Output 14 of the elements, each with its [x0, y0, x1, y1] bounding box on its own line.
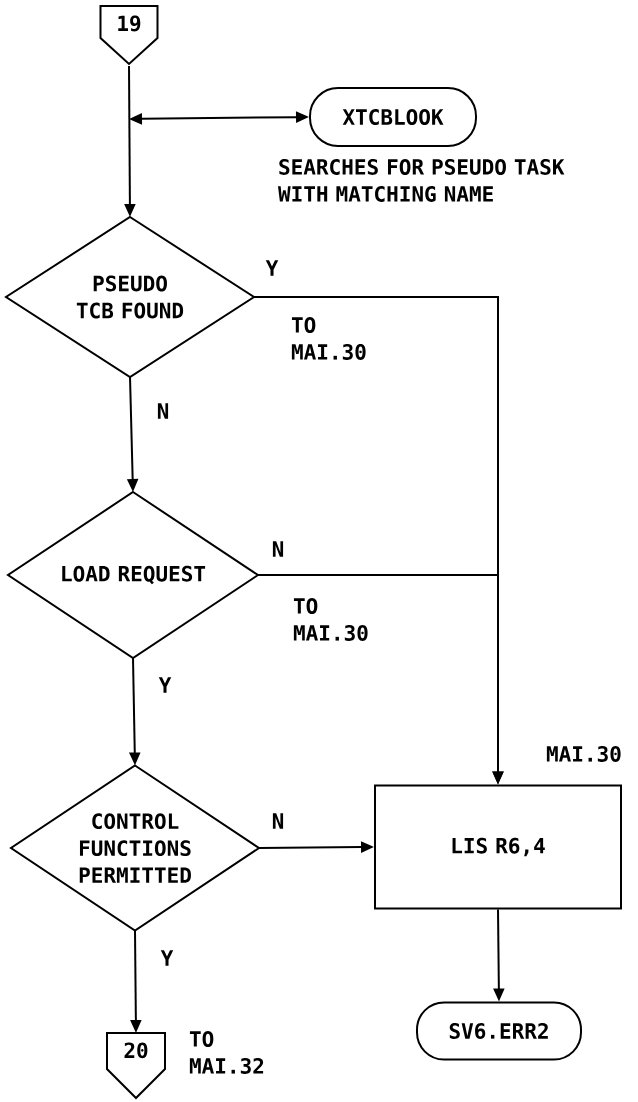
edge-label: Y	[265, 260, 279, 276]
offpage-connector: 19	[99, 5, 159, 66]
process-box: LIS R6,4	[374, 784, 622, 910]
edge-label: N	[157, 403, 169, 419]
note-text: SEARCHES FOR PSEUDO TASK WITH MATCHING NAME	[278, 159, 565, 202]
note-text: TO MAI.32	[189, 1031, 264, 1074]
edge-label: N	[272, 813, 284, 829]
edge-label: Y	[158, 677, 172, 693]
note-text: TO MAI.30	[293, 598, 368, 641]
edge-label: Y	[160, 950, 174, 966]
offpage-connector: 20	[106, 1032, 166, 1100]
note-text: TO MAI.30	[291, 317, 366, 360]
note-text: MAI.30	[546, 746, 621, 762]
edge-label: N	[272, 541, 284, 557]
